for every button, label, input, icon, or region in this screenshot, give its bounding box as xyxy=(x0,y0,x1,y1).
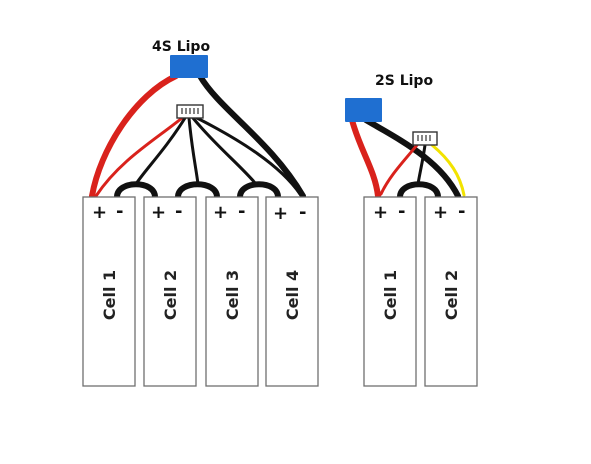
pack-2s-main-connector xyxy=(345,98,382,122)
cell-plus-terminal: + xyxy=(92,202,107,223)
cell-label: Cell 2 xyxy=(442,270,461,320)
pack-2s-balance-wire-black xyxy=(416,143,427,186)
pack-4s-main-connector xyxy=(170,55,208,78)
pack-4s-series-link-1-2 xyxy=(114,181,158,200)
pack-4s-main-negative-wire xyxy=(197,73,306,199)
cell-minus-terminal: - xyxy=(458,201,465,222)
cell-plus-terminal: + xyxy=(433,202,448,223)
cell-body xyxy=(424,196,478,387)
cell-body xyxy=(205,196,259,387)
pack-4s-balance-wire-4 xyxy=(195,116,302,196)
pack-4s-balance-connector xyxy=(176,104,204,119)
pack-4s-cell-3: + - Cell 3 xyxy=(205,196,259,387)
pack-2s-balance-connector xyxy=(412,131,438,146)
pack-4s-balance-wire-red xyxy=(94,116,184,198)
cell-minus-terminal: - xyxy=(175,201,182,222)
pack-4s-cell-1: + - Cell 1 xyxy=(82,196,136,387)
pack-4s-title: 4S Lipo xyxy=(152,39,210,55)
pack-2s-main-negative-wire xyxy=(363,117,461,199)
pack-4s-balance-wire-1 xyxy=(134,116,187,186)
pack-4s: 4S Lipo + - Cell 1 xyxy=(82,39,319,387)
cell-body xyxy=(363,196,417,387)
pack-2s-balance-wire-red xyxy=(379,143,419,196)
cell-minus-terminal: - xyxy=(398,201,405,222)
cell-plus-terminal: + xyxy=(151,202,166,223)
cell-minus-terminal: - xyxy=(116,201,123,222)
cell-label: Cell 1 xyxy=(381,270,400,320)
pack-2s-cell-2: + - Cell 2 xyxy=(424,196,478,387)
pack-2s-main-positive-wire xyxy=(349,117,381,199)
pack-2s-series-link-1-2 xyxy=(397,181,441,200)
pack-4s-series-link-3-4 xyxy=(237,181,281,200)
cell-minus-terminal: - xyxy=(238,201,245,222)
cell-label: Cell 4 xyxy=(283,270,302,320)
cell-body xyxy=(265,196,319,387)
pack-4s-main-positive-wire xyxy=(89,73,179,199)
cell-label: Cell 2 xyxy=(161,270,180,320)
cell-minus-terminal: - xyxy=(299,202,306,223)
pack-4s-cell-4: + - Cell 4 xyxy=(265,196,319,387)
pack-4s-series-link-2-3 xyxy=(175,181,220,200)
cell-plus-terminal: + xyxy=(273,203,288,224)
pack-4s-cell-2: + - Cell 2 xyxy=(143,196,197,387)
pack-2s: 2S Lipo + - Cell 1 + - xyxy=(345,73,478,387)
cell-body xyxy=(143,196,197,387)
pack-4s-balance-wire-2 xyxy=(187,116,200,186)
cell-body xyxy=(82,196,136,387)
cell-plus-terminal: + xyxy=(213,202,228,223)
pack-2s-title: 2S Lipo xyxy=(375,73,433,89)
pack-2s-balance-wire-yellow xyxy=(430,143,466,197)
pack-2s-cell-1: + - Cell 1 xyxy=(363,196,417,387)
cell-label: Cell 1 xyxy=(100,270,119,320)
cell-plus-terminal: + xyxy=(373,202,388,223)
cell-label: Cell 3 xyxy=(223,270,242,320)
pack-4s-balance-wire-3 xyxy=(191,116,258,186)
